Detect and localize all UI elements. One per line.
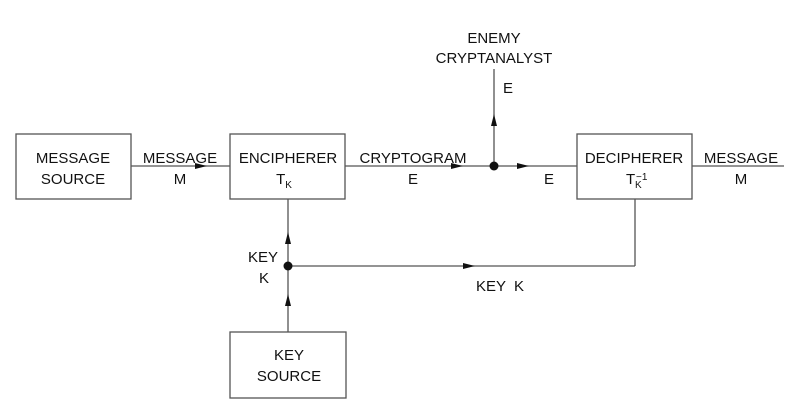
decipherer-box [576, 133, 693, 200]
key-up-arrow-upper [285, 232, 291, 244]
cryptogram-junction-dot [489, 161, 499, 171]
encipherer-label: ENCIPHERER [239, 150, 338, 167]
message-in-label-2: M [174, 171, 187, 188]
cryptogram-label-1: CRYPTOGRAM [360, 150, 467, 167]
key-source-box [229, 331, 347, 399]
key-horizontal-label: KEY K [476, 278, 524, 295]
enemy-label-1: ENEMY [467, 30, 520, 47]
decipherer-input-e-label: E [544, 171, 554, 188]
encipherer-box [229, 133, 346, 200]
message-source-label-2: SOURCE [41, 171, 105, 188]
encipherer-symbol: T [276, 171, 285, 188]
enemy-arrow [491, 114, 497, 126]
message-out-label-2: M [735, 171, 748, 188]
message-in-label-1: MESSAGE [143, 150, 217, 167]
decipherer-subscript: K [635, 180, 642, 191]
message-arrow [195, 163, 207, 169]
cryptogram-label-2: E [408, 171, 418, 188]
key-right-arrow [463, 263, 475, 269]
decipherer-input-arrow [517, 163, 529, 169]
encipherer-subscript: K [285, 180, 292, 191]
enemy-e-label: E [503, 80, 513, 97]
cryptogram-arrow [451, 163, 463, 169]
key-source-label-2: SOURCE [257, 368, 321, 385]
key-vertical-label-1: KEY [248, 249, 278, 266]
decipherer-label: DECIPHERER [585, 150, 684, 167]
key-vertical-label-2: K [259, 270, 269, 287]
key-junction-dot [283, 261, 293, 271]
decipherer-superscript: −1 [636, 172, 648, 183]
key-source-label-1: KEY [274, 347, 304, 364]
decipherer-symbol: T [626, 171, 635, 188]
encipherer-transform: TK [276, 171, 292, 191]
message-source-box [15, 133, 132, 200]
message-out-label-1: MESSAGE [704, 150, 778, 167]
key-up-arrow-lower [285, 294, 291, 306]
enemy-label-2: CRYPTANALYST [436, 50, 553, 67]
message-source-label-1: MESSAGE [36, 150, 110, 167]
